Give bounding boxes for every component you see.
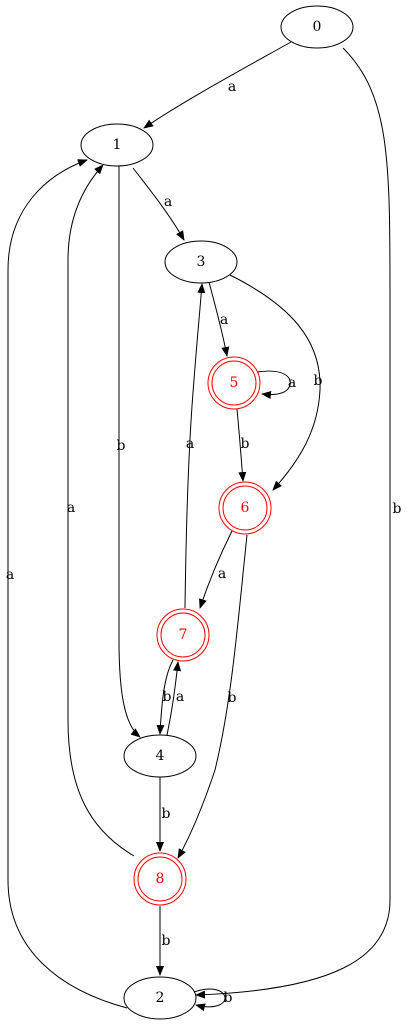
state-node-0: 0	[280, 5, 354, 49]
state-ellipse	[280, 5, 354, 49]
edge-path	[7, 159, 128, 1009]
edge-path	[195, 47, 391, 999]
edge-label: b	[393, 501, 402, 517]
edge-label: a	[6, 567, 14, 583]
edge-path	[208, 281, 230, 357]
state-node-1: 1	[80, 123, 154, 167]
edge-path	[118, 166, 141, 738]
edge-label: b	[162, 806, 171, 822]
edge-0-to-1: a	[143, 41, 292, 129]
state-node-4: 4	[123, 734, 197, 778]
edge-label: b	[228, 690, 237, 706]
accept-state-inner-ring	[211, 360, 257, 406]
edge-0-to-2: b	[195, 47, 402, 999]
state-node-2: 2	[123, 976, 197, 1020]
edge-1-to-3: a	[132, 167, 185, 241]
state-ellipse	[123, 976, 197, 1020]
state-label: 6	[241, 500, 250, 516]
edge-label: b	[241, 436, 250, 452]
edge-path	[156, 659, 174, 735]
state-node-5: 5	[207, 356, 261, 410]
edge-label: a	[220, 312, 228, 328]
accept-state-inner-ring	[222, 485, 268, 531]
accept-state-inner-ring	[160, 612, 206, 658]
accept-state-outer-ring	[133, 852, 187, 906]
state-label: 8	[156, 871, 165, 887]
accept-state-outer-ring	[207, 356, 261, 410]
state-node-6: 6	[218, 481, 272, 535]
edge-label: b	[117, 438, 126, 454]
accept-state-outer-ring	[156, 608, 210, 662]
state-ellipse	[123, 734, 197, 778]
edge-3-to-6: b	[229, 274, 323, 491]
accept-state-outer-ring	[218, 481, 272, 535]
edge-4-to-7: a	[166, 661, 184, 736]
edge-label: a	[218, 566, 226, 582]
state-label: 1	[113, 137, 122, 153]
edge-path	[143, 41, 292, 129]
edge-label: a	[186, 436, 194, 452]
state-label: 3	[197, 254, 206, 270]
edge-path	[193, 988, 226, 1012]
edge-2-to-1: a	[6, 159, 128, 1009]
edge-path	[67, 164, 135, 857]
edge-path	[199, 530, 233, 609]
state-label: 5	[230, 375, 239, 391]
edge-label: b	[162, 933, 171, 949]
edge-6-to-7: a	[199, 530, 233, 609]
edge-6-to-8: b	[177, 534, 248, 859]
accept-state-inner-ring	[137, 856, 183, 902]
edge-path	[132, 167, 185, 241]
edge-8-to-1: a	[67, 164, 135, 857]
edge-label: a	[288, 375, 296, 391]
edge-1-to-4: b	[117, 166, 141, 738]
state-ellipse	[80, 123, 154, 167]
edge-label: a	[176, 689, 184, 705]
edge-8-to-2: b	[156, 906, 171, 976]
state-node-3: 3	[164, 240, 238, 284]
edge-label: a	[67, 500, 75, 516]
edge-2-to-2: b	[193, 988, 233, 1012]
state-label: 0	[313, 19, 322, 35]
state-label: 7	[179, 627, 188, 643]
edge-label: b	[224, 990, 233, 1006]
edge-7-to-4: b	[156, 659, 174, 735]
edge-4-to-8: b	[156, 777, 171, 852]
edge-path	[256, 370, 291, 399]
edge-5-to-6: b	[236, 408, 250, 482]
edge-path	[177, 534, 248, 859]
edge-5-to-5: a	[256, 370, 296, 399]
state-label: 2	[156, 990, 165, 1006]
edge-path	[236, 408, 247, 482]
edge-label: a	[164, 194, 172, 210]
edge-path	[229, 274, 321, 491]
edge-label: b	[314, 373, 323, 389]
edge-path	[166, 661, 182, 736]
edge-label: b	[163, 689, 172, 705]
state-node-7: 7	[156, 608, 210, 662]
edge-path	[184, 283, 206, 609]
state-label: 4	[156, 748, 165, 764]
state-node-8: 8	[133, 852, 187, 906]
state-ellipse	[164, 240, 238, 284]
edge-7-to-3: a	[184, 283, 206, 609]
nodes-layer: 0 1 3 5 6 7 4 8 2	[80, 5, 354, 1020]
edge-3-to-5: a	[208, 281, 230, 357]
edge-label: a	[228, 79, 236, 95]
